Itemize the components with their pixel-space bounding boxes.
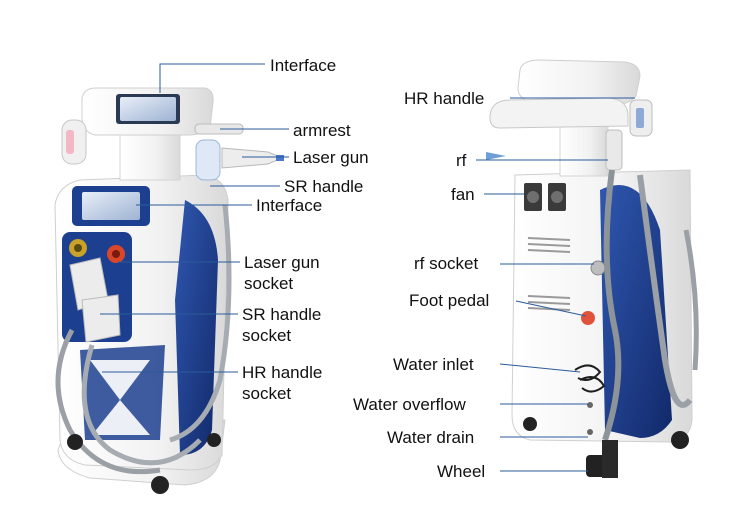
leader-lines: [100, 63, 635, 472]
left-blue-panel: [175, 200, 218, 455]
labels-left: Interface armrest Laser gun SR handle In…: [242, 56, 369, 403]
left-hose-2: [81, 344, 202, 466]
hr-handle-parked: [81, 294, 121, 343]
left-hose-1: [55, 328, 161, 475]
label-water-overflow: Water overflow: [353, 395, 466, 414]
left-wheel-1: [67, 434, 83, 450]
label-laser-gun-socket-line2: socket: [244, 274, 293, 293]
right-head: [517, 59, 641, 105]
label-rf: rf: [456, 151, 467, 170]
right-handle-holder: [195, 139, 221, 181]
rf-handle: [605, 129, 623, 171]
right-machine: [486, 59, 699, 478]
right-hose-3: [683, 229, 699, 371]
label-sr-handle-socket-line2: socket: [242, 326, 291, 345]
label-hr-handle-socket-line1: HR handle: [242, 363, 322, 382]
label-fan: fan: [451, 185, 475, 204]
lower-interface-screen: [82, 192, 140, 220]
water-drain-port: [587, 429, 593, 435]
label-hr-handle: HR handle: [404, 89, 484, 108]
hr-handle-arm: [489, 97, 629, 129]
label-sr-handle: SR handle: [284, 177, 363, 196]
foot-pedal-socket: [581, 311, 595, 325]
label-foot-pedal: Foot pedal: [409, 291, 489, 310]
water-overflow-port: [587, 402, 593, 408]
label-interface-lower: Interface: [256, 196, 322, 215]
label-hr-handle-socket-line2: socket: [242, 384, 291, 403]
right-hose-2: [637, 174, 693, 408]
label-water-drain: Water drain: [387, 428, 474, 447]
label-water-inlet: Water inlet: [393, 355, 474, 374]
label-armrest: armrest: [293, 121, 351, 140]
left-hose-3: [169, 204, 232, 443]
left-wheel-3: [207, 433, 221, 447]
label-sr-handle-socket-line1: SR handle: [242, 305, 321, 324]
vent-grille: [527, 237, 571, 311]
water-inlet-cables: [574, 364, 606, 393]
left-wheel-2: [151, 476, 169, 494]
label-laser-gun-socket-line1: Laser gun: [244, 253, 320, 272]
right-wheel-2: [523, 417, 537, 431]
label-laser-gun: Laser gun: [293, 148, 369, 167]
label-rf-socket: rf socket: [414, 254, 479, 273]
label-interface-top: Interface: [270, 56, 336, 75]
labels-right: HR handle rf fan rf socket Foot pedal Wa…: [353, 89, 489, 481]
right-wheel-3: [671, 431, 689, 449]
right-hose-1: [602, 169, 622, 441]
rf-socket: [590, 260, 606, 276]
laser-gun: [221, 147, 284, 169]
left-machine: [54, 87, 284, 494]
label-wheel: Wheel: [437, 462, 485, 481]
